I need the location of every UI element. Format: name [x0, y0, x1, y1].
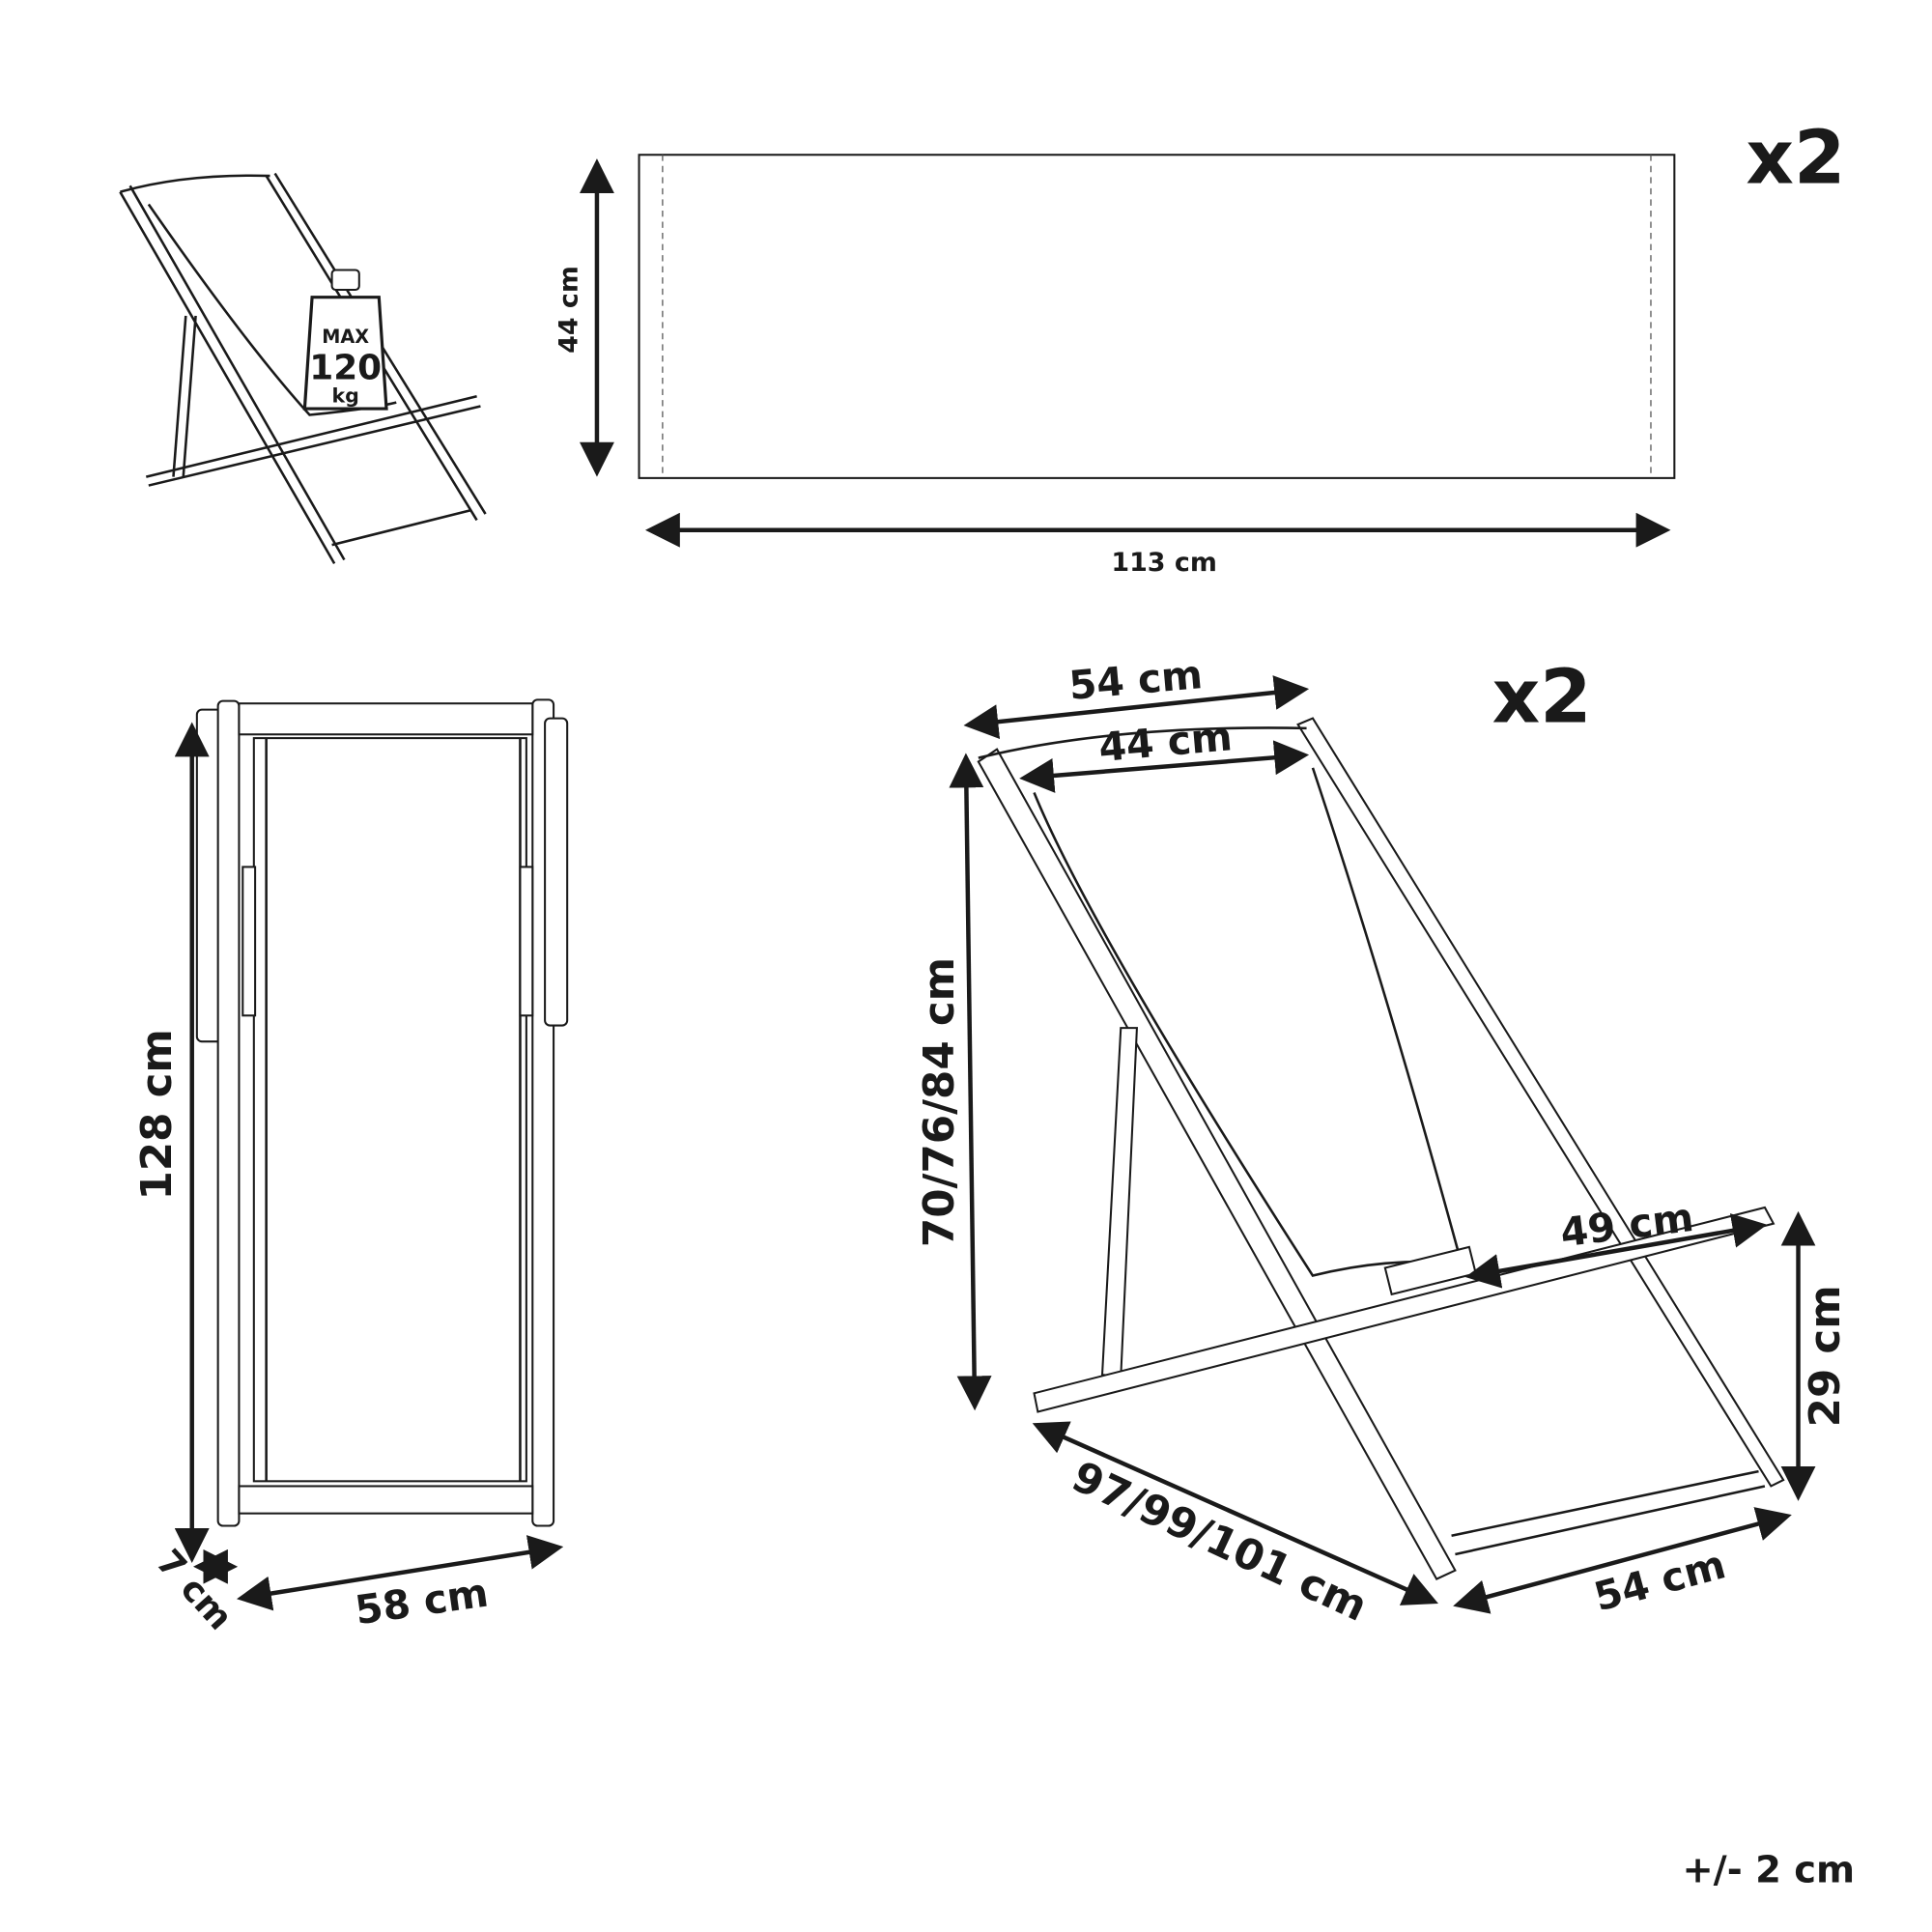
- fabric-width-label: 113 cm: [1111, 548, 1217, 578]
- top-inner-width-label: 44 cm: [1096, 713, 1234, 771]
- fabric-panel: 44 cm 113 cm x2: [554, 116, 1845, 578]
- folded-depth-label: 7 cm: [148, 1543, 240, 1638]
- max-label: MAX: [322, 326, 369, 348]
- chair-height-label: 70/76/84 cm: [916, 957, 964, 1247]
- seat-height-label: 29 cm: [1802, 1285, 1850, 1427]
- folded-height-label: 128 cm: [133, 1029, 182, 1200]
- fabric-quantity: x2: [1746, 116, 1845, 202]
- top-outer-width-label: 54 cm: [1067, 651, 1205, 709]
- max-weight-unit: kg: [332, 384, 359, 408]
- base-width-label: 54 cm: [1589, 1541, 1730, 1620]
- tolerance-note: +/- 2 cm: [1682, 1849, 1855, 1892]
- fabric-height-label: 44 cm: [554, 266, 583, 354]
- folded-chair-illustration: 128 cm 7 cm 58 cm: [133, 698, 569, 1638]
- small-chair-illustration: [119, 172, 487, 564]
- chair-side-illustration: [977, 717, 1785, 1580]
- chair-depth-label: 97/99/101 cm: [1065, 1453, 1375, 1632]
- weight-capacity-icon: MAX 120 kg: [302, 269, 388, 411]
- chair-quantity: x2: [1492, 654, 1592, 740]
- max-weight-value: 120: [309, 348, 382, 387]
